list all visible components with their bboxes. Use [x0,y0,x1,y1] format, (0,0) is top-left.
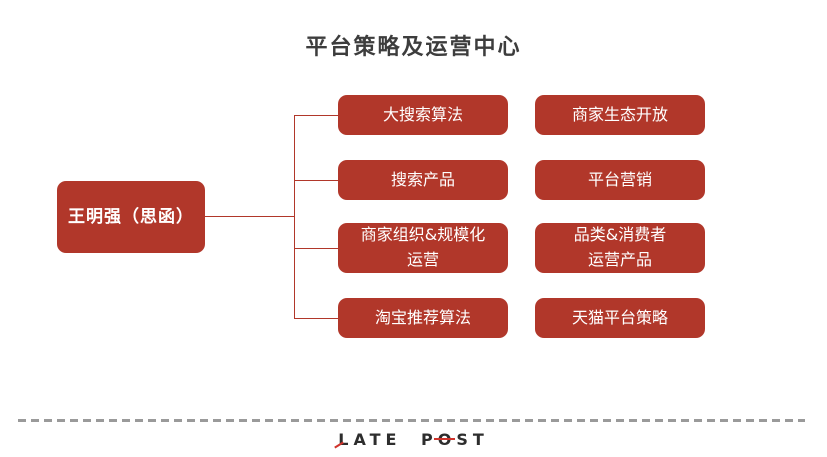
connector-trunk-vertical [294,115,295,318]
box-merchant-org-scale-ops: 商家组织&规模化 运营 [338,223,508,273]
box-search-algorithm: 大搜索算法 [338,95,508,135]
box-platform-marketing: 平台营销 [535,160,705,200]
box-tmall-platform-strategy: 天猫平台策略 [535,298,705,338]
connector-branch-2 [294,180,338,181]
root-box-leader: 王明强（思函） [57,181,205,253]
box-label-line2: 运营产品 [587,250,652,269]
box-label: 搜索产品 [390,169,455,189]
box-label: 商家生态开放 [571,104,668,124]
box-label-line1: 商家组织&规模化 [360,225,486,245]
connector-branch-4 [294,318,338,319]
root-box-label: 王明强（思函） [68,206,194,227]
logo-mid-letters: ATE P [353,430,438,449]
logo-end-letters: ST [456,430,489,449]
logo-letter-l: L [334,430,353,449]
dashed-divider [18,419,805,422]
box-label: 淘宝推荐算法 [374,307,471,327]
box-merchant-ecosystem-open: 商家生态开放 [535,95,705,135]
connector-root-horizontal [205,216,294,217]
box-label-line1: 品类&消费者 [573,225,667,245]
logo-letter-o: O [433,430,457,449]
connector-branch-3 [294,248,338,249]
connector-branch-1 [294,115,338,116]
box-search-product: 搜索产品 [338,160,508,200]
page-title: 平台策略及运营中心 [305,35,522,60]
logo-o-strike-accent [433,438,455,440]
box-label: 平台营销 [587,169,652,189]
box-category-consumer-ops-product: 品类&消费者 运营产品 [535,223,705,273]
box-label-line2: 运营 [406,250,439,269]
box-label: 大搜索算法 [382,104,463,124]
box-label: 天猫平台策略 [571,307,668,327]
box-taobao-recommendation-algorithm: 淘宝推荐算法 [338,298,508,338]
